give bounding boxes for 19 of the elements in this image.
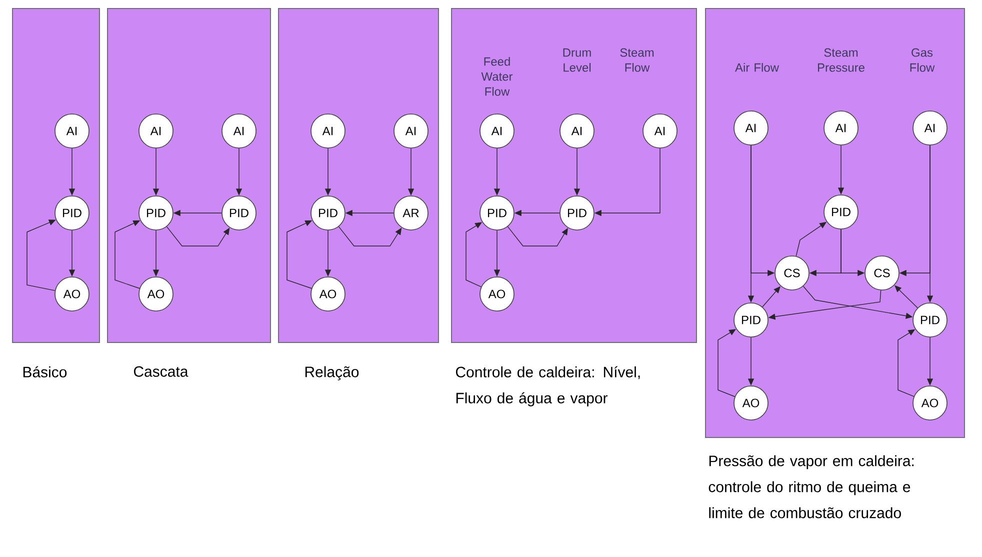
- panel-box: [705, 8, 966, 438]
- signal-label: Air Flow: [735, 63, 780, 72]
- signal-label: Feed Water Flow: [481, 57, 513, 96]
- arrow: [507, 226, 568, 246]
- panel-box: [107, 8, 271, 343]
- arrow: [338, 226, 402, 246]
- panel-box: [12, 8, 100, 343]
- caption-text: Relação: [305, 366, 359, 380]
- caption-text: Controle de caldeira: Nível, Fluxo de água e vapor: [456, 366, 640, 406]
- signal-label: Drum Level: [563, 48, 591, 72]
- caption-text: Pressão de vapor em caldeira: controle do ritmo de queima e limite de combustão cruzado: [708, 455, 914, 518]
- signal-label: Steam Pressure: [818, 48, 864, 72]
- panel-box: [451, 8, 697, 343]
- signal-label: Steam Flow: [620, 48, 654, 72]
- caption-text: Cascata: [134, 366, 188, 377]
- caption-text: Básico: [23, 366, 67, 378]
- arrow: [166, 226, 230, 246]
- panel-box: [278, 8, 439, 343]
- signal-label: Gas Flow: [910, 48, 935, 72]
